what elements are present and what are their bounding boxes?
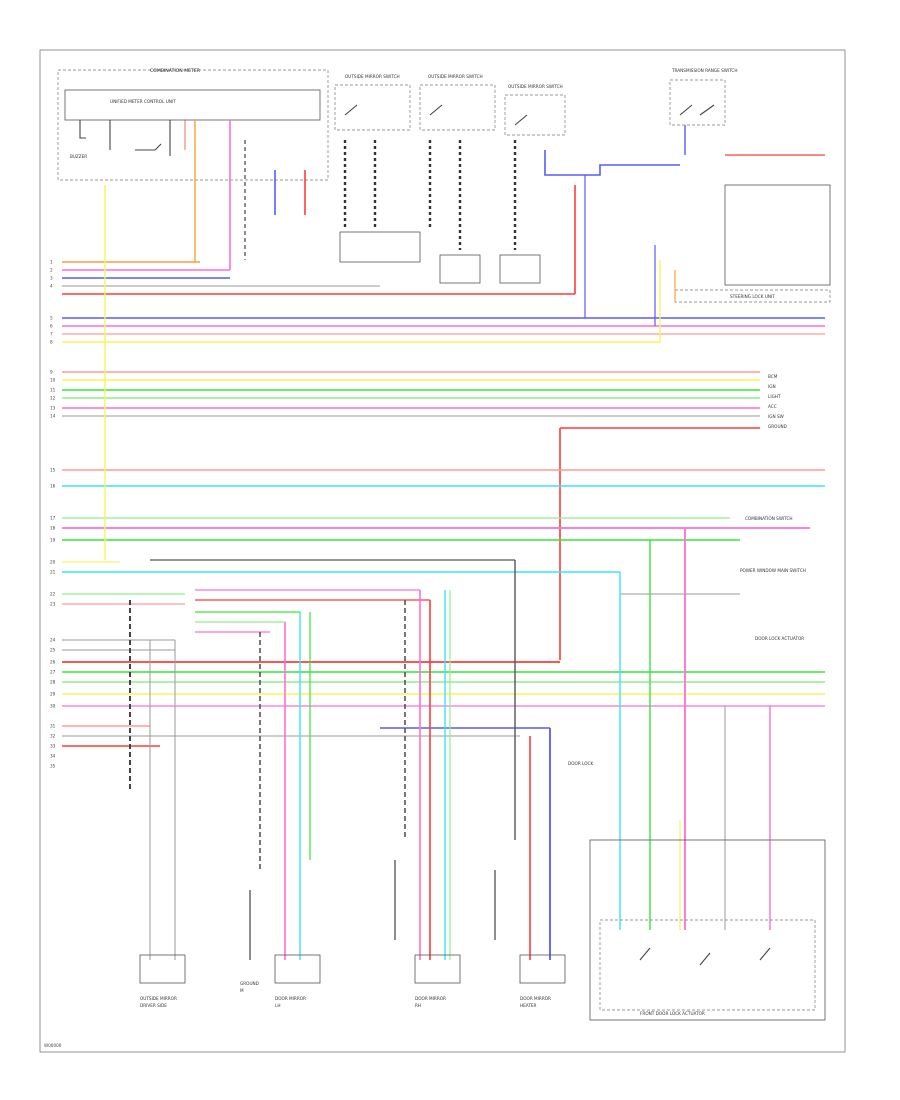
right-label-acc: ACC [768,404,777,409]
right-label-combination-switch: COMBINATION SWITCH [745,516,793,521]
left-marker: 13 [50,406,56,411]
right-label-ign: IGN [768,384,776,389]
left-edge-markers: 1234567891011121314151617181920212223242… [50,260,56,769]
right-label-steering-lock: STEERING LOCK UNIT [730,294,775,299]
right-label-bcm: BCM [768,374,778,379]
left-marker: 7 [50,332,53,337]
left-marker: 3 [50,276,53,281]
left-marker: 21 [50,570,56,575]
left-marker: 12 [50,396,56,401]
bottom-label-door-mirror-rh: DOOR MIRROR [415,996,446,1001]
right-label-ground: GROUND [768,424,787,429]
left-marker: 14 [50,414,56,419]
corner-code: W00000 [44,1043,62,1048]
bottom-components: OUTSIDE MIRROR DRIVER SIDE GROUND M DOOR… [139,761,593,1008]
transmission-range-switch: TRANSMISSION RANGE SWITCH [669,68,825,156]
bottom-sub-door-mirror-rh: RH [415,1003,421,1008]
left-marker: 10 [50,378,56,383]
right-label-ign-sw: IGN SW [768,414,784,419]
bottom-label-door-lock-actuator: FRONT DOOR LOCK ACTUATOR [640,1011,705,1016]
left-marker: 29 [50,692,56,697]
left-marker: 1 [50,260,53,265]
left-marker: 24 [50,638,56,643]
bottom-label-outside-mirror: OUTSIDE MIRROR [140,996,177,1001]
left-marker: 32 [50,734,56,739]
bottom-sub-door-mirror-heater: HEATER [520,1003,537,1008]
vertical-wires [104,120,771,960]
diagram-frame [39,49,846,1053]
left-marker: 30 [50,704,56,709]
left-marker: 23 [50,602,56,607]
left-marker: 31 [50,724,56,729]
left-marker: 11 [50,388,56,393]
module-label-mirror-switch-1: OUTSIDE MIRROR SWITCH [345,74,400,79]
bottom-label-door-lock: DOOR LOCK [568,761,593,766]
door-lock-assembly: FRONT DOOR LOCK ACTUATOR [589,839,826,1021]
left-marker: 16 [50,484,56,489]
bottom-label-ground: GROUND [240,981,259,986]
wire-bus [62,261,825,747]
bottom-sub-door-mirror-lh: LH [275,1003,280,1008]
left-marker: 26 [50,660,56,665]
left-marker: 35 [50,764,56,769]
left-marker: 17 [50,516,56,521]
left-marker: 27 [50,670,56,675]
left-marker: 18 [50,526,56,531]
bottom-label-door-mirror-heater: DOOR MIRROR [520,996,551,1001]
left-marker: 15 [50,468,56,473]
left-marker: 25 [50,648,56,653]
bcm-connector-box [674,184,831,303]
mirror-switch-group: OUTSIDE MIRROR SWITCH OUTSIDE MIRROR SWI… [334,74,566,284]
right-side-labels: BCM IGN LIGHT ACC IGN SW GROUND COMBINAT… [730,294,806,641]
left-marker: 2 [50,268,53,273]
module-label-buzzer: BUZZER [70,154,87,159]
bottom-sub-outside-mirror: DRIVER SIDE [140,1003,167,1008]
module-label-mirror-switch-2: OUTSIDE MIRROR SWITCH [428,74,483,79]
right-label-power-window: POWER WINDOW MAIN SWITCH [740,568,806,573]
left-marker: 5 [50,316,53,321]
module-label-mirror-switch-3: OUTSIDE MIRROR SWITCH [508,84,563,89]
left-marker: 9 [50,370,53,375]
module-label-unified-meter: UNIFIED METER CONTROL UNIT [110,99,176,104]
left-marker: 19 [50,538,56,543]
module-label-transmission-range: TRANSMISSION RANGE SWITCH [671,68,738,73]
left-marker: 4 [50,284,53,289]
bottom-sub-ground: M [240,988,244,993]
left-marker: 6 [50,324,53,329]
right-label-door-lock: DOOR LOCK ACTUATOR [755,636,804,641]
left-marker: 20 [50,560,56,565]
right-label-light: LIGHT [768,394,781,399]
left-marker: 34 [50,754,56,759]
module-label-combination-meter: COMBINATION METER [150,68,201,74]
left-marker: 22 [50,592,56,597]
left-marker: 8 [50,340,53,345]
bottom-label-door-mirror-lh: DOOR MIRROR [275,996,306,1001]
combination-meter-block: COMBINATION METER UNIFIED METER CONTROL … [57,68,329,181]
left-marker: 28 [50,680,56,685]
left-marker: 33 [50,744,56,749]
